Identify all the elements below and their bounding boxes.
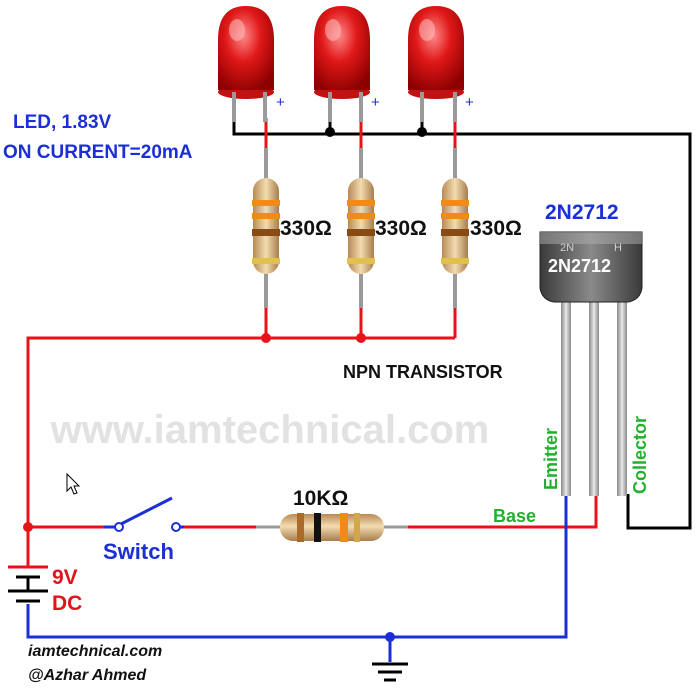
led-spec-line-1: LED, 1.83V: [13, 112, 112, 133]
ground-icon: [372, 662, 408, 682]
emitter-label: Emitter: [541, 428, 561, 490]
switch-label: Switch: [103, 539, 174, 564]
base-resistor: [256, 513, 408, 542]
red-wires: [26, 118, 598, 566]
transistor-body-small-1: 2N: [560, 242, 574, 254]
resistor-1: [252, 148, 280, 308]
watermark: www.iamtechnical.com: [50, 408, 490, 452]
credit-site: iamtechnical.com: [28, 643, 162, 660]
resistor-3: [441, 148, 469, 308]
mouse-cursor-icon: [66, 472, 81, 495]
battery-icon: [8, 565, 48, 603]
led-3-plus: +: [465, 94, 474, 111]
led-3-icon: [408, 6, 464, 122]
transistor-body-small-2: H: [614, 242, 622, 254]
battery-voltage-label: 9V: [52, 566, 78, 589]
resistor-1-label: 330Ω: [280, 217, 332, 240]
switch-icon[interactable]: [104, 496, 184, 532]
collector-label: Collector: [630, 416, 650, 494]
base-label: Base: [493, 506, 536, 526]
junction-dot-blue: [385, 632, 395, 642]
led-spec-line-2: ON CURRENT=20mA: [3, 142, 193, 163]
base-resistor-label: 10KΩ: [293, 487, 348, 510]
led-2-icon: [314, 6, 370, 122]
junction-dots-black: [325, 127, 427, 137]
credit-author: @Azhar Ahmed: [28, 667, 147, 684]
transistor-type-label: NPN TRANSISTOR: [343, 362, 503, 382]
resistor-2: [347, 148, 375, 308]
resistor-3-label: 330Ω: [470, 217, 522, 240]
led-1-plus: +: [276, 94, 285, 111]
led-1-icon: [218, 6, 274, 122]
transistor-body-marking: 2N2712: [548, 256, 611, 276]
led-2-plus: +: [371, 94, 380, 111]
junction-dots-red: [23, 333, 366, 532]
resistor-2-label: 330Ω: [375, 217, 427, 240]
transistor-icon: [539, 231, 643, 496]
transistor-part-number: 2N2712: [545, 201, 619, 224]
battery-type-label: DC: [52, 592, 82, 615]
